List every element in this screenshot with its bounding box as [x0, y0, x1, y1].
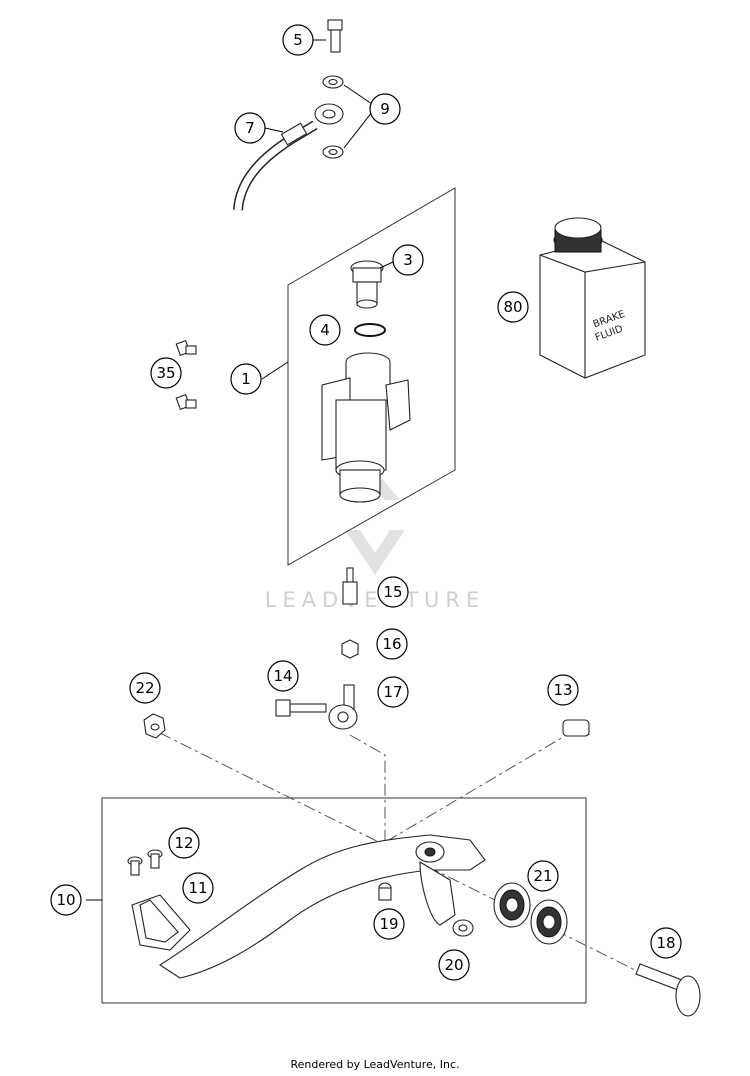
callout-5[interactable]: 5 — [282, 24, 314, 56]
callout-21-label: 21 — [533, 867, 552, 885]
callout-10[interactable]: 10 — [50, 884, 82, 916]
bushing — [452, 919, 474, 937]
sealing-washers — [322, 75, 344, 159]
callout-14[interactable]: 14 — [267, 660, 299, 692]
callout-17-label: 17 — [383, 683, 402, 701]
watermark: LEADVENTURE — [265, 470, 486, 612]
callout-11[interactable]: 11 — [182, 872, 214, 904]
master-cylinder — [321, 352, 411, 503]
callout-9[interactable]: 9 — [369, 93, 401, 125]
callout-19-label: 19 — [379, 915, 398, 933]
callout-16-label: 16 — [382, 635, 401, 653]
callout-12[interactable]: 12 — [168, 827, 200, 859]
callout-13-label: 13 — [553, 681, 572, 699]
callout-19[interactable]: 19 — [373, 908, 405, 940]
callout-5-label: 5 — [293, 31, 303, 49]
callout-80[interactable]: 80 — [497, 291, 529, 323]
pivot-pin — [378, 882, 392, 901]
mounting-screws — [175, 339, 197, 411]
pushrod — [342, 567, 358, 605]
tip-screws — [127, 849, 163, 876]
callout-9-label: 9 — [380, 100, 390, 118]
callout-7[interactable]: 7 — [234, 112, 266, 144]
callout-22[interactable]: 22 — [129, 672, 161, 704]
o-ring — [354, 323, 386, 337]
callout-7-label: 7 — [245, 119, 255, 137]
watermark-text: LEADVENTURE — [265, 588, 486, 612]
callout-18[interactable]: 18 — [650, 927, 682, 959]
callout-18-label: 18 — [656, 934, 675, 952]
pivot-shaft — [635, 963, 701, 1017]
callout-20-label: 20 — [444, 956, 463, 974]
banjo-bolt — [327, 19, 343, 53]
brake-fluid-bottle: BRAKE FLUID — [539, 217, 646, 379]
callout-15-label: 15 — [383, 583, 402, 601]
callout-22-label: 22 — [135, 679, 154, 697]
return-spring — [562, 719, 590, 737]
callout-13[interactable]: 13 — [547, 674, 579, 706]
callout-35[interactable]: 35 — [150, 357, 182, 389]
callout-35-label: 35 — [156, 364, 175, 382]
pivot-nut — [143, 713, 166, 739]
lock-nut — [341, 639, 359, 659]
reservoir-fitting — [350, 260, 384, 309]
callout-3-label: 3 — [403, 251, 413, 269]
callout-17[interactable]: 17 — [377, 676, 409, 708]
clevis — [328, 684, 358, 730]
callout-20[interactable]: 20 — [438, 949, 470, 981]
callout-21[interactable]: 21 — [527, 860, 559, 892]
bearings — [493, 882, 568, 945]
callout-1[interactable]: 1 — [230, 363, 262, 395]
callout-4[interactable]: 4 — [309, 314, 341, 346]
callout-11-label: 11 — [188, 879, 207, 897]
footer-credit: Rendered by LeadVenture, Inc. — [290, 1058, 460, 1071]
master-cylinder-panel — [287, 187, 456, 566]
leader-lines — [86, 39, 394, 901]
callout-4-label: 4 — [320, 321, 330, 339]
callout-15[interactable]: 15 — [377, 576, 409, 608]
callout-3[interactable]: 3 — [392, 244, 424, 276]
callout-12-label: 12 — [174, 834, 193, 852]
brake-pedal — [131, 834, 486, 979]
callout-80-label: 80 — [503, 298, 522, 316]
callout-10-label: 10 — [56, 891, 75, 909]
brake-line — [233, 103, 344, 211]
callout-16[interactable]: 16 — [376, 628, 408, 660]
clevis-bolt — [275, 699, 327, 717]
callout-14-label: 14 — [273, 667, 292, 685]
callout-1-label: 1 — [241, 370, 251, 388]
